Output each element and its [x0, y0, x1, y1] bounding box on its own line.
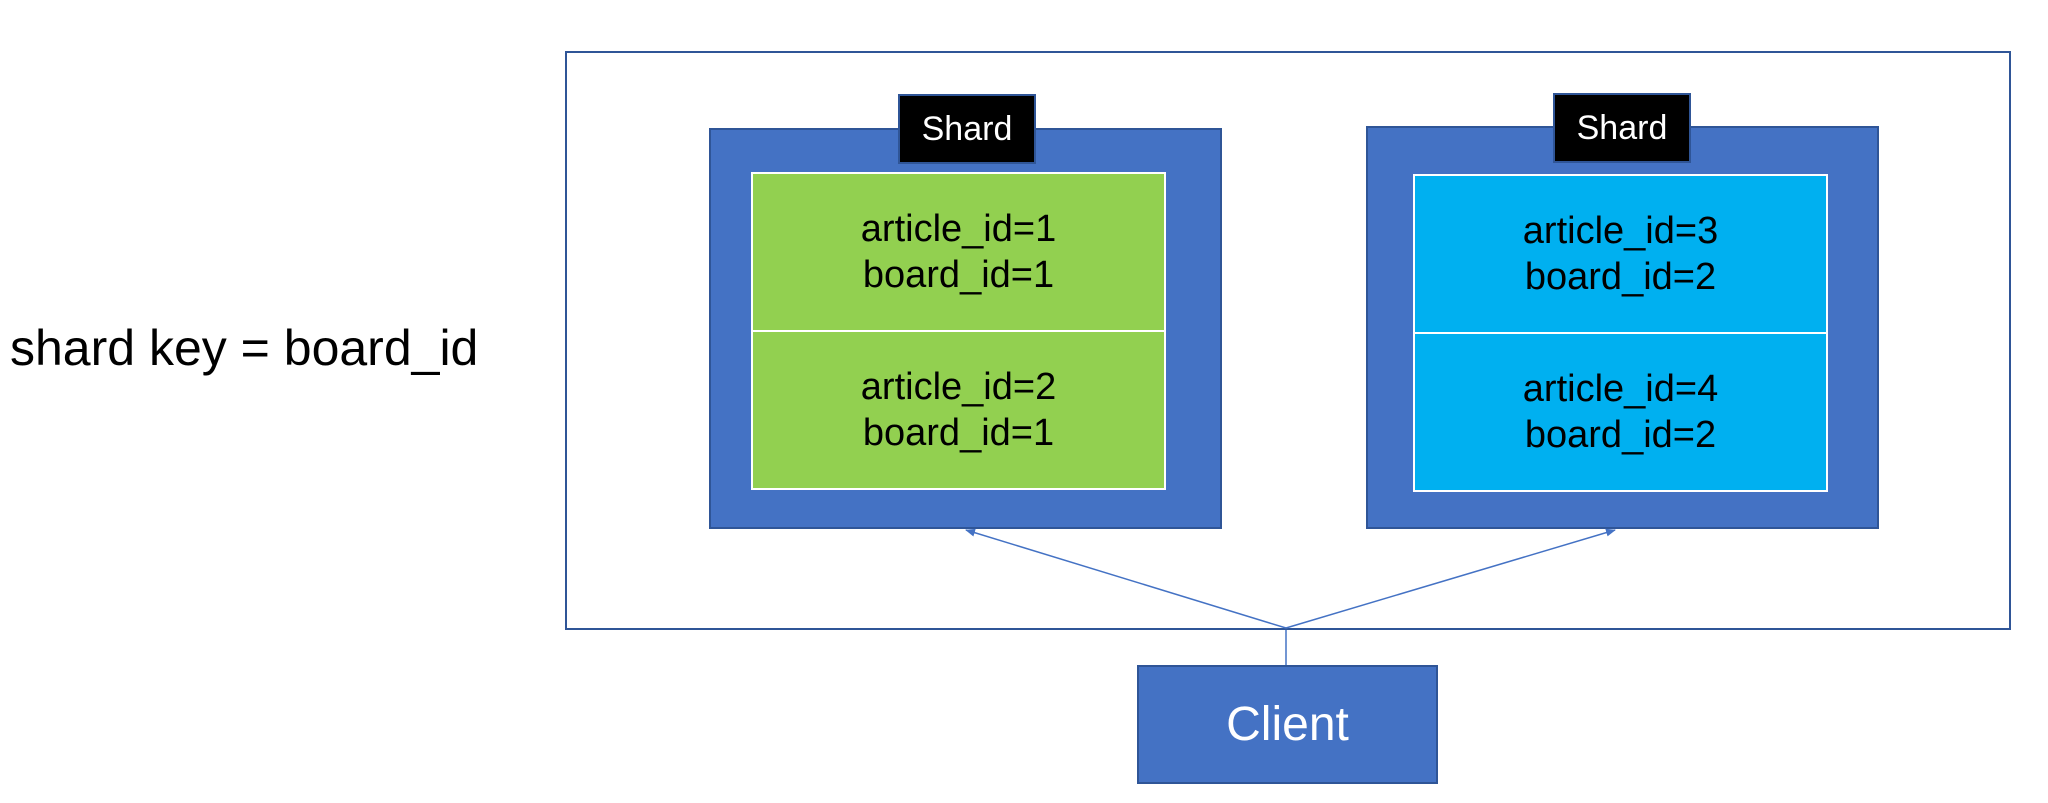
article-id-text: article_id=1: [860, 208, 1057, 250]
article-id-text: article_id=4: [1522, 368, 1719, 410]
shard-1-record-2: article_id=2 board_id=1: [751, 330, 1166, 490]
board-id-text: board_id=2: [1524, 414, 1717, 456]
shard-key-label: shard key = board_id: [10, 320, 479, 376]
shard-2-tag: Shard: [1553, 93, 1691, 163]
article-id-text: article_id=2: [860, 366, 1057, 408]
client-box: Client: [1137, 665, 1438, 784]
board-id-text: board_id=1: [862, 254, 1055, 296]
shard-1-tag: Shard: [898, 94, 1036, 164]
article-id-text: article_id=3: [1522, 210, 1719, 252]
shard-2-record-1: article_id=3 board_id=2: [1413, 174, 1828, 334]
shard-1-record-1: article_id=1 board_id=1: [751, 172, 1166, 332]
board-id-text: board_id=1: [862, 412, 1055, 454]
board-id-text: board_id=2: [1524, 256, 1717, 298]
shard-2-record-2: article_id=4 board_id=2: [1413, 332, 1828, 492]
